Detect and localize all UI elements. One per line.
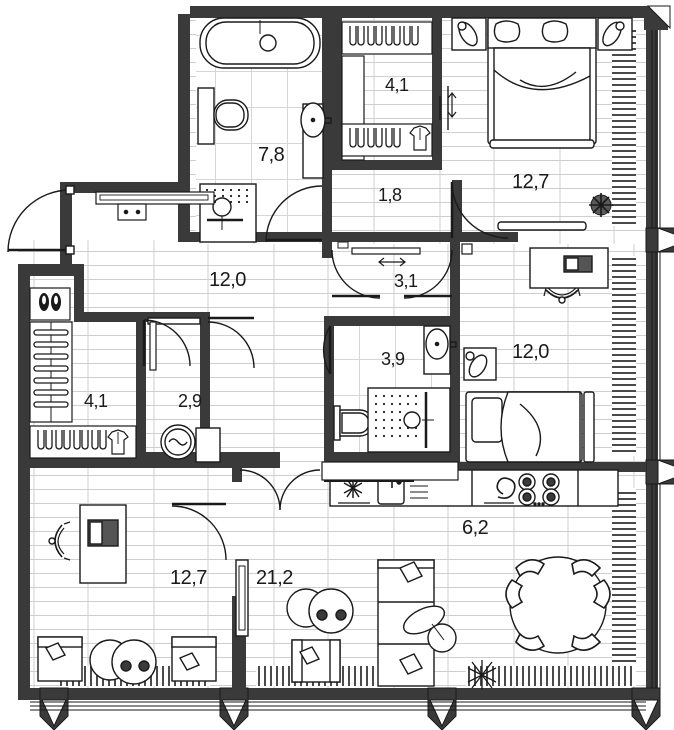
niche-boxes <box>321 243 473 482</box>
second-bedroom-furniture <box>463 247 609 463</box>
panoramic-windows <box>30 30 661 711</box>
laundry-fixtures <box>147 317 221 463</box>
study-furniture <box>37 504 217 685</box>
master-bedroom-furniture <box>447 17 633 231</box>
wardrobe-left-fixtures <box>29 287 137 459</box>
bathroom-main-fixtures <box>197 17 332 243</box>
bathroom-second-fixtures <box>333 325 457 453</box>
closet-top-fixtures <box>341 21 457 161</box>
doors <box>7 181 509 637</box>
interior-walls <box>30 14 646 690</box>
sliding-door-markers <box>95 191 421 371</box>
structural-pillars <box>39 5 674 730</box>
living-room-furniture <box>286 559 497 690</box>
